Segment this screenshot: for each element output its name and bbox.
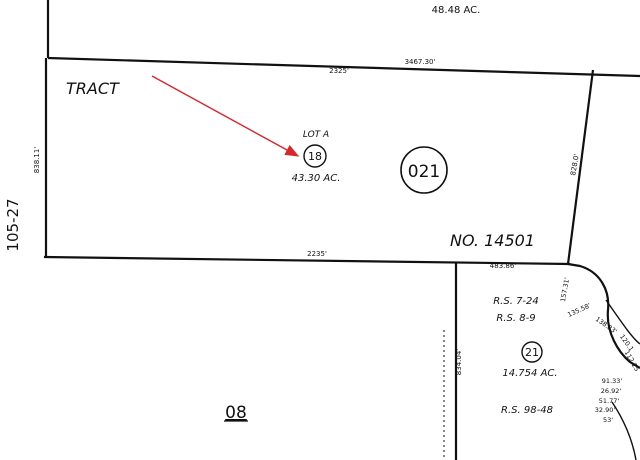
parcel-21-circle bbox=[521, 341, 543, 363]
book-page-label: 105-27 bbox=[4, 198, 22, 251]
lot-number-circle bbox=[303, 144, 327, 168]
dim-left: 838.11' bbox=[33, 147, 41, 173]
dim-bottom-tract: 2235' bbox=[307, 250, 327, 258]
survey-ref-1: R.S. 7-24 bbox=[493, 296, 539, 307]
tract-number: NO. 14501 bbox=[450, 231, 535, 250]
survey-ref-2: R.S. 8-9 bbox=[496, 313, 535, 324]
dim-right: 828.0' bbox=[569, 153, 581, 176]
tract-word: TRACT bbox=[66, 79, 120, 98]
dim-p21-top: 483.86' bbox=[490, 262, 516, 270]
tract-bottom-boundary bbox=[43, 255, 571, 266]
block-number: 08 bbox=[225, 403, 247, 423]
parcel-boundaries bbox=[43, 0, 640, 460]
dim-c3: 51.77' bbox=[599, 397, 620, 405]
lot-label: LOT A bbox=[303, 130, 329, 140]
dim-c4: 32.90' bbox=[595, 406, 616, 414]
tract-right-boundary bbox=[566, 69, 595, 265]
page-number-circle bbox=[400, 146, 448, 194]
lot-number: 18 bbox=[308, 150, 322, 163]
dim-c5: 53' bbox=[603, 416, 613, 424]
parcel-21-area: 14.754 AC. bbox=[502, 368, 557, 379]
dim-curve-d: 112.25 bbox=[623, 349, 640, 373]
parcel-21-inner-curve bbox=[605, 299, 640, 345]
tract-top-boundary bbox=[47, 56, 640, 78]
red-arrow-pointer bbox=[151, 75, 300, 157]
dim-top-long: 3467.30' bbox=[405, 58, 436, 66]
parcel-21-number: 21 bbox=[525, 346, 539, 359]
dim-curve-b: 138.83' bbox=[594, 315, 619, 336]
dim-p21-corner: 157.31' bbox=[559, 277, 571, 303]
survey-ref-3: R.S. 98-48 bbox=[501, 405, 553, 416]
page-number: 021 bbox=[408, 162, 440, 182]
dim-c1: 91.33' bbox=[602, 377, 623, 385]
dim-curve-a: 135.58' bbox=[566, 301, 592, 319]
parcel-above-area: 48.48 AC. bbox=[432, 5, 481, 16]
dim-c2: 26.92' bbox=[601, 387, 622, 395]
dim-top-tract: 2325' bbox=[329, 67, 349, 75]
lot-area: 43.30 AC. bbox=[292, 173, 341, 184]
parcel-21-lower-edge bbox=[611, 401, 637, 460]
dim-p21-left: 834.04' bbox=[455, 349, 463, 375]
parcel-21-curve-boundary bbox=[567, 262, 640, 369]
